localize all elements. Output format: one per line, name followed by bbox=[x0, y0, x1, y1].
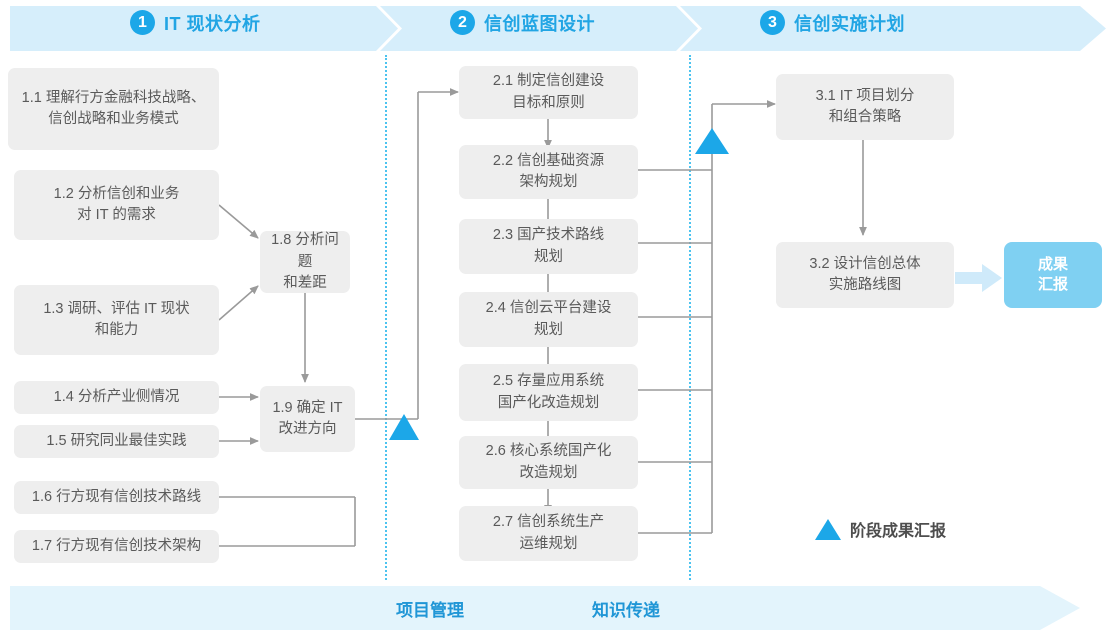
phase-segment-1 bbox=[10, 6, 390, 51]
task-text-1-7: 1.7 行方现有信创技术架构 bbox=[31, 537, 202, 554]
task-box-1-5[interactable]: 1.5 研究同业最佳实践 bbox=[14, 425, 219, 458]
phase-title-3: 信创实施计划 bbox=[794, 13, 905, 34]
task-box-1-8[interactable]: 1.8 分析问题和差距 bbox=[260, 231, 350, 293]
task-text-3-1: 3.1 IT 项目划分和组合策略 bbox=[815, 87, 915, 125]
phase-segment-2 bbox=[390, 6, 690, 51]
phase-label-1: 1 IT 现状分析 bbox=[130, 0, 261, 45]
milestone-triangle-icon bbox=[815, 518, 841, 540]
phase-title-2: 信创蓝图设计 bbox=[484, 13, 595, 34]
task-text-2-6: 2.6 核心系统国产化改造规划 bbox=[485, 443, 612, 481]
result-label: 成果汇报 bbox=[1037, 255, 1068, 293]
task-box-2-2[interactable]: 2.2 信创基础资源架构规划 bbox=[459, 145, 638, 199]
task-box-3-1[interactable]: 3.1 IT 项目划分和组合策略 bbox=[776, 74, 954, 140]
milestone-triangle-stage2 bbox=[695, 128, 729, 154]
task-box-2-4[interactable]: 2.4 信创云平台建设规划 bbox=[459, 292, 638, 347]
footer-item-knowledge-transfer: 知识传递 bbox=[592, 600, 660, 620]
task-text-1-5: 1.5 研究同业最佳实践 bbox=[46, 432, 187, 449]
task-box-1-4[interactable]: 1.4 分析产业侧情况 bbox=[14, 381, 219, 414]
task-box-1-1[interactable]: 1.1 理解行方金融科技战略、信创战略和业务模式 bbox=[8, 68, 219, 150]
task-box-2-3[interactable]: 2.3 国产技术路线规划 bbox=[459, 219, 638, 274]
phase-number-3: 3 bbox=[760, 10, 785, 35]
task-text-2-2: 2.2 信创基础资源架构规划 bbox=[492, 152, 605, 190]
task-text-2-5: 2.5 存量应用系统国产化改造规划 bbox=[492, 373, 605, 411]
task-text-2-3: 2.3 国产技术路线规划 bbox=[492, 227, 605, 265]
task-text-2-7: 2.7 信创系统生产运维规划 bbox=[492, 514, 605, 552]
phase-title-1: IT 现状分析 bbox=[164, 13, 261, 34]
task-box-2-1[interactable]: 2.1 制定信创建设目标和原则 bbox=[459, 66, 638, 119]
task-text-2-4: 2.4 信创云平台建设规划 bbox=[485, 300, 612, 338]
task-text-1-2: 1.2 分析信创和业务对 IT 的需求 bbox=[53, 185, 180, 223]
task-text-3-2: 3.2 设计信创总体实施路线图 bbox=[809, 255, 921, 293]
task-box-3-2[interactable]: 3.2 设计信创总体实施路线图 bbox=[776, 242, 954, 308]
task-text-1-3: 1.3 调研、评估 IT 现状和能力 bbox=[43, 300, 190, 338]
legend-label: 阶段成果汇报 bbox=[850, 523, 947, 540]
phase-header-band bbox=[10, 6, 1106, 51]
task-box-1-2[interactable]: 1.2 分析信创和业务对 IT 的需求 bbox=[14, 170, 219, 240]
result-arrow-icon bbox=[955, 264, 1002, 292]
task-text-1-1: 1.1 理解行方金融科技战略、信创战略和业务模式 bbox=[21, 89, 206, 127]
phase-number-1: 1 bbox=[130, 10, 155, 35]
task-box-1-3[interactable]: 1.3 调研、评估 IT 现状和能力 bbox=[14, 285, 219, 355]
task-text-2-1: 2.1 制定信创建设目标和原则 bbox=[492, 73, 605, 111]
task-text-1-4: 1.4 分析产业侧情况 bbox=[53, 388, 180, 405]
task-text-1-8: 1.8 分析问题和差距 bbox=[271, 232, 339, 291]
phase-divider-1 bbox=[385, 55, 387, 580]
phase-label-3: 3 信创实施计划 bbox=[760, 0, 905, 45]
milestone-triangle-stage1 bbox=[389, 414, 419, 440]
task-box-2-7[interactable]: 2.7 信创系统生产运维规划 bbox=[459, 506, 638, 561]
legend: 阶段成果汇报 bbox=[815, 517, 946, 541]
phase-number-2: 2 bbox=[450, 10, 475, 35]
footer-item-project-management: 项目管理 bbox=[396, 600, 464, 620]
result-badge[interactable]: 成果汇报 bbox=[1004, 242, 1102, 308]
task-box-2-5[interactable]: 2.5 存量应用系统国产化改造规划 bbox=[459, 364, 638, 421]
task-box-1-7[interactable]: 1.7 行方现有信创技术架构 bbox=[14, 530, 219, 563]
task-box-2-6[interactable]: 2.6 核心系统国产化改造规划 bbox=[459, 436, 638, 489]
task-text-1-6: 1.6 行方现有信创技术路线 bbox=[31, 488, 202, 505]
footer-band bbox=[10, 586, 1080, 630]
task-box-1-6[interactable]: 1.6 行方现有信创技术路线 bbox=[14, 481, 219, 514]
phase-label-2: 2 信创蓝图设计 bbox=[450, 0, 595, 45]
phase-segment-3 bbox=[690, 6, 1106, 51]
